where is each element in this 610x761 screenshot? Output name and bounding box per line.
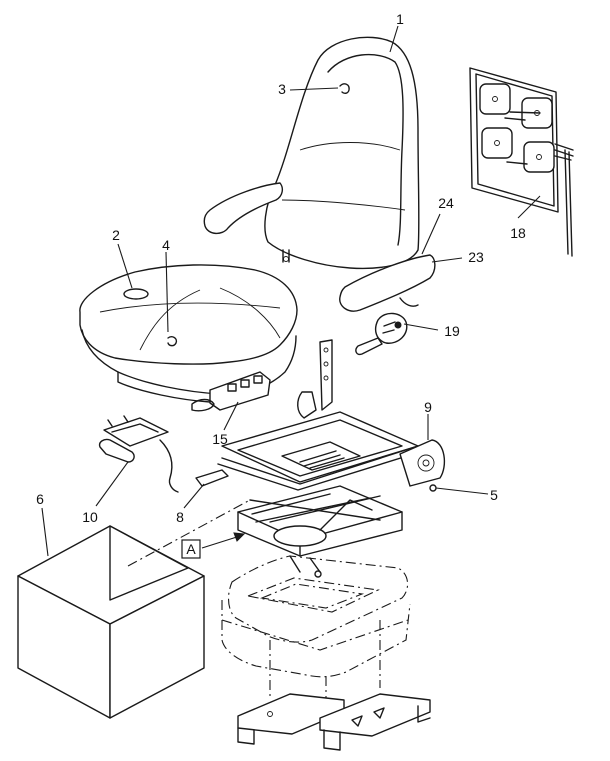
callout-2: 2 xyxy=(112,227,120,243)
leader-lines xyxy=(41,25,541,557)
callout-3: 3 xyxy=(278,81,286,97)
callout-1: 1 xyxy=(396,11,404,27)
seat-cushion xyxy=(79,264,298,403)
riser-base xyxy=(221,555,431,751)
seat-back xyxy=(203,36,436,312)
view-marker-label: A xyxy=(186,541,196,557)
control-housing xyxy=(191,371,271,412)
callout-8: 8 xyxy=(176,509,184,525)
lumbar-pad xyxy=(469,67,574,257)
callout-5: 5 xyxy=(490,487,498,503)
recline-mechanism xyxy=(355,312,408,356)
callouts: 1 3 2 4 24 23 18 19 15 9 5 8 10 6 xyxy=(36,11,526,525)
view-marker: A xyxy=(181,539,201,559)
callout-24: 24 xyxy=(438,195,454,211)
callout-15: 15 xyxy=(212,431,228,447)
lever-assembly xyxy=(98,415,179,493)
callout-6: 6 xyxy=(36,491,44,507)
callout-10: 10 xyxy=(82,509,98,525)
callout-18: 18 xyxy=(510,225,526,241)
callout-4: 4 xyxy=(162,237,170,253)
callout-23: 23 xyxy=(468,249,484,265)
shipping-box xyxy=(17,525,205,719)
suspension-frame xyxy=(195,339,446,578)
callout-9: 9 xyxy=(424,399,432,415)
reference-lines xyxy=(127,499,251,567)
callout-19: 19 xyxy=(444,323,460,339)
